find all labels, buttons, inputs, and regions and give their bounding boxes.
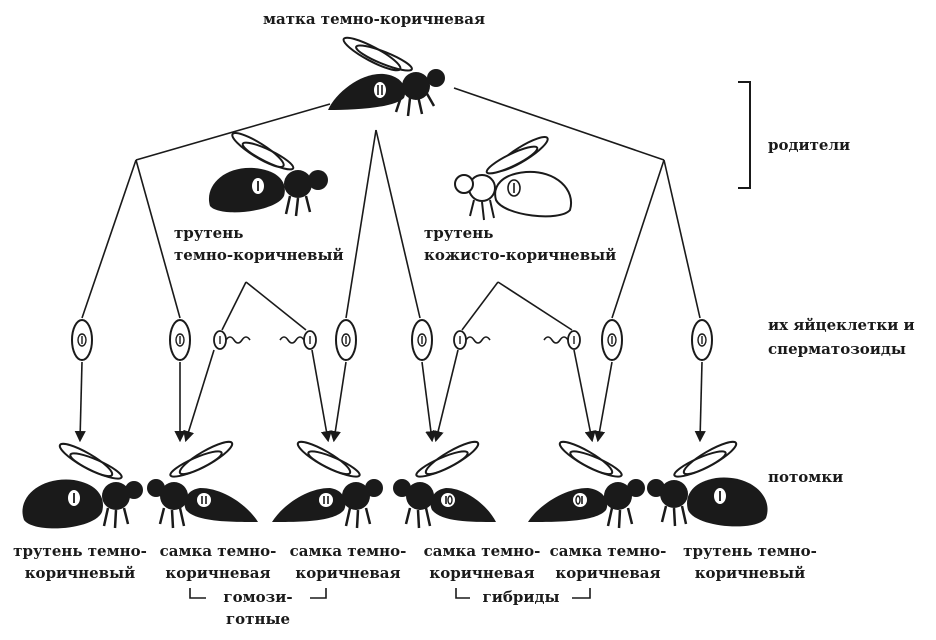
queen-bee-icon	[328, 36, 445, 117]
homozygous-label-line2: готные	[225, 610, 291, 628]
light-drone-label-line2: кожисто-коричневый	[424, 246, 617, 264]
queen-to-egg-lines	[81, 87, 701, 319]
offspring-2-line1: самка темно-	[159, 542, 277, 560]
offspring-label: потомки	[768, 468, 844, 486]
egg-cell	[691, 319, 713, 361]
offspring-female-icon	[528, 440, 645, 529]
dark-drone-icon	[208, 132, 328, 217]
offspring-drone-icon	[647, 440, 768, 527]
sperm-cell	[279, 330, 317, 350]
arrows-to-offspring	[74, 349, 706, 443]
gametes-label-line2: сперматозоиды	[768, 340, 906, 358]
homozygous-bracket	[189, 588, 327, 599]
offspring-female-icon	[272, 440, 383, 529]
offspring-6-line2: коричневый	[694, 564, 806, 582]
parents-bracket	[738, 81, 751, 189]
offspring-5-line2: коричневая	[555, 564, 661, 582]
egg-cell	[335, 319, 357, 361]
dark-drone-label-line1: трутень	[174, 224, 244, 242]
sperm-cell	[543, 330, 581, 350]
queen-label: матка темно-коричневая	[262, 10, 486, 28]
hybrids-label: гибриды	[482, 588, 560, 606]
offspring-6-line1: трутень темно-	[683, 542, 817, 560]
dark-drone-label-line2: темно-коричневый	[174, 246, 344, 264]
light-drone-label-line1: трутень	[424, 224, 494, 242]
offspring-4-line2: коричневая	[429, 564, 535, 582]
offspring-5-line1: самка темно-	[549, 542, 667, 560]
gametes-label-line1: их яйцеклетки и	[768, 316, 915, 334]
homozygous-label-line1: гомози-	[223, 588, 293, 606]
light-drone-icon	[454, 136, 573, 221]
egg-cell	[411, 319, 433, 361]
parents-label: родители	[768, 136, 851, 154]
hybrids-bracket	[455, 588, 591, 599]
offspring-2-line2: коричневая	[165, 564, 271, 582]
egg-cell	[71, 319, 93, 361]
offspring-3-line2: коричневая	[295, 564, 401, 582]
sperm-cell	[213, 330, 251, 350]
sperm-cell	[453, 330, 491, 350]
offspring-3-line1: самка темно-	[289, 542, 407, 560]
offspring-female-icon	[393, 440, 496, 529]
drone-to-sperm-lines	[221, 281, 573, 331]
offspring-drone-icon	[22, 442, 143, 529]
egg-cell	[169, 319, 191, 361]
offspring-1-line1: трутень темно-	[13, 542, 147, 560]
offspring-1-line2: коричневый	[24, 564, 136, 582]
offspring-4-line1: самка темно-	[423, 542, 541, 560]
offspring-female-icon	[147, 440, 258, 529]
egg-cell	[601, 319, 623, 361]
